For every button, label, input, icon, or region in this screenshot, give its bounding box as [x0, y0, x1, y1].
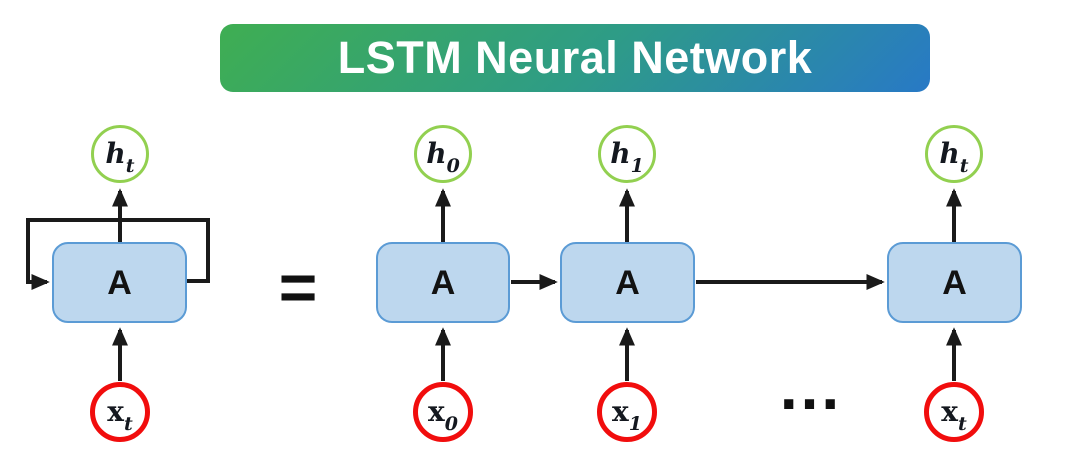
node-output-ht: ht — [925, 125, 983, 183]
node-label-x1: x1 — [612, 395, 642, 435]
node-label-ht: ht — [939, 137, 969, 177]
node-label-h0: h0 — [426, 137, 460, 177]
diagram-title: LSTM Neural Network — [337, 32, 813, 83]
node-label-x0: x0 — [428, 395, 458, 435]
node-input-xt: xt — [924, 382, 984, 442]
lstm-cell-t: A — [887, 242, 1022, 323]
node-output-h1: h1 — [598, 125, 656, 183]
node-input-xt-folded: xt — [90, 382, 150, 442]
node-output-ht-folded: ht — [91, 125, 149, 183]
equals-sign: = — [278, 250, 318, 324]
node-input-x0: x0 — [413, 382, 473, 442]
cell-label-folded: A — [107, 263, 132, 302]
title-banner: LSTM Neural Network — [220, 24, 930, 92]
node-label-h1: h1 — [610, 137, 644, 177]
lstm-cell-0: A — [376, 242, 510, 323]
lstm-cell-1: A — [560, 242, 695, 323]
node-input-x1: x1 — [597, 382, 657, 442]
lstm-cell-folded: A — [52, 242, 187, 323]
node-label-xt: xt — [941, 395, 967, 435]
node-label-xt-folded: xt — [107, 395, 133, 435]
ellipsis: ... — [778, 362, 842, 422]
node-label-ht-folded: ht — [105, 137, 135, 177]
cell-label-0: A — [430, 263, 456, 302]
node-output-h0: h0 — [414, 125, 472, 183]
cell-label-1: A — [615, 263, 640, 302]
cell-label-t: A — [942, 263, 967, 302]
